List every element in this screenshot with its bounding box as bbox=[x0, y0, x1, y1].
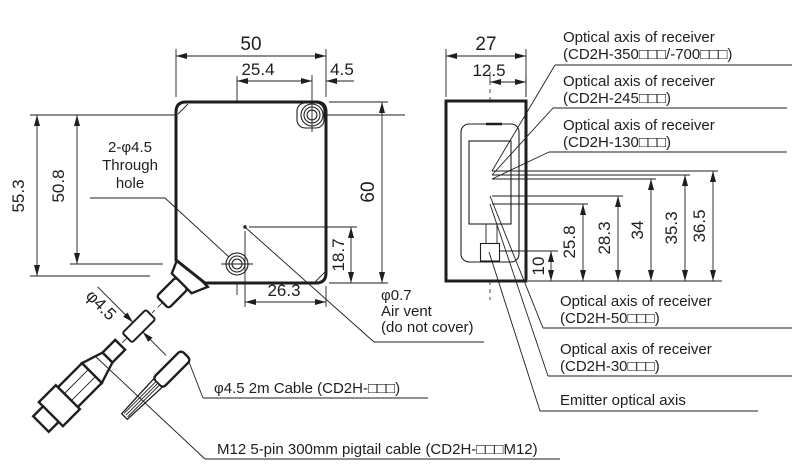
dim-hole-edge-4-5: 4.5 bbox=[326, 60, 354, 84]
receiver-30-line1: Optical axis of receiver bbox=[560, 341, 712, 358]
dim-vent-height-18-7: 18.7 bbox=[329, 227, 354, 283]
dim-height-value: 60 bbox=[358, 181, 379, 202]
receiver-130-line1: Optical axis of receiver bbox=[563, 117, 715, 134]
mounting-hole-bottom-left bbox=[221, 252, 253, 276]
dim-width-50: 50 bbox=[175, 34, 327, 97]
front-view: φ4.5 bbox=[9, 34, 560, 460]
callout-receiver-245: Optical axis of receiver (CD2H-245□□□) bbox=[491, 73, 787, 176]
callout-receiver-50: Optical axis of receiver (CD2H-50□□□) bbox=[489, 195, 792, 329]
dim-axis-25-8-value: 25.8 bbox=[560, 225, 579, 258]
air-vent-line2: Air vent bbox=[381, 303, 433, 320]
cable-bushing bbox=[156, 277, 188, 309]
air-vent-line3: (do not cover) bbox=[381, 319, 474, 336]
sensor-front-body bbox=[174, 100, 328, 285]
receiver-130-line2: (CD2H-130□□□) bbox=[563, 134, 671, 151]
dim-depth-value: 27 bbox=[475, 34, 496, 55]
dim-axis-35-3-value: 35.3 bbox=[662, 211, 681, 244]
callout-emitter-axis: Emitter optical axis bbox=[488, 251, 758, 412]
dim-axis-36-5-value: 36.5 bbox=[690, 209, 709, 242]
cable-stub bbox=[122, 309, 156, 343]
side-view: 27 12.5 10 25.8 28.3 bbox=[444, 29, 792, 412]
pigtail-leader bbox=[94, 355, 206, 460]
cable-2m-leader bbox=[188, 361, 204, 399]
air-vent-leader bbox=[245, 227, 375, 343]
m12-connector bbox=[31, 338, 127, 434]
dim-width-value: 50 bbox=[240, 34, 261, 55]
dim-axis-offset-value: 12.5 bbox=[472, 61, 505, 80]
receiver-50-line1: Optical axis of receiver bbox=[560, 293, 712, 310]
dim-axis-34-value: 34 bbox=[628, 221, 647, 240]
cable-2m-label: φ4.5 2m Cable (CD2H-□□□) bbox=[214, 380, 400, 397]
m12-connector-cap bbox=[31, 404, 61, 434]
pigtail-cable-end bbox=[120, 350, 191, 421]
dim-cable-a-value: 55.3 bbox=[9, 179, 28, 212]
pigtail-connector-end bbox=[153, 350, 191, 388]
corner-chamfer-top-left bbox=[177, 103, 189, 115]
dim-cable-50-8: 50.8 bbox=[49, 115, 163, 265]
pigtail-callout: M12 5-pin 300mm pigtail cable (CD2H-□□□M… bbox=[94, 355, 560, 460]
dim-vent-offset-value: 26.3 bbox=[267, 281, 300, 300]
receiver-245-line2: (CD2H-245□□□) bbox=[563, 90, 671, 107]
dim-vent-height-value: 18.7 bbox=[329, 238, 348, 271]
receiver-350-700-line2: (CD2H-350□□□/-700□□□) bbox=[563, 46, 732, 63]
dim-axis-28-3-value: 28.3 bbox=[595, 221, 614, 254]
callout-receiver-350-700: Optical axis of receiver (CD2H-350□□□/-7… bbox=[491, 29, 792, 172]
through-hole-line1: 2-φ4.5 bbox=[108, 139, 152, 156]
dim-axis-35-3: 35.3 bbox=[662, 175, 688, 281]
dim-emitter-10: 10 bbox=[529, 251, 554, 281]
dim-axis-28-3: 28.3 bbox=[595, 196, 621, 281]
air-vent-line1: φ0.7 bbox=[381, 287, 412, 304]
dim-height-60: 60 bbox=[329, 101, 388, 284]
through-hole-leader bbox=[90, 197, 230, 258]
dim-cable-55-3: 55.3 bbox=[9, 115, 150, 277]
air-vent-hole bbox=[243, 225, 247, 229]
dim-cable-b-value: 50.8 bbox=[49, 169, 68, 202]
dim-hole-pitch-25-4: 25.4 bbox=[237, 60, 313, 132]
dim-emitter-value: 10 bbox=[529, 257, 548, 276]
dim-axis-25-8: 25.8 bbox=[560, 204, 586, 281]
receiver-50-line2: (CD2H-50□□□) bbox=[560, 310, 660, 327]
receiver-window bbox=[468, 140, 512, 225]
sensor-side-body bbox=[444, 99, 528, 283]
callout-receiver-130: Optical axis of receiver (CD2H-130□□□) bbox=[491, 117, 787, 180]
dim-axis-34: 34 bbox=[628, 179, 654, 281]
corner-chamfer-bottom-right bbox=[314, 271, 326, 283]
dim-cable-diameter-value: φ4.5 bbox=[82, 286, 120, 324]
through-hole-callout: 2-φ4.5 Through hole bbox=[90, 139, 230, 258]
dim-axis-offset-12-5: 12.5 bbox=[472, 61, 527, 97]
receiver-245-line1: Optical axis of receiver bbox=[563, 73, 715, 90]
receiver-350-700-line1: Optical axis of receiver bbox=[563, 29, 715, 46]
dim-vent-offset-26-3: 26.3 bbox=[245, 281, 327, 307]
dim-axis-36-5: 36.5 bbox=[690, 171, 716, 281]
pigtail-label: M12 5-pin 300mm pigtail cable (CD2H-□□□M… bbox=[217, 441, 538, 458]
dim-depth-27: 27 bbox=[445, 34, 527, 97]
dim-hole-edge-value: 4.5 bbox=[330, 60, 354, 79]
receiver-30-line2: (CD2H-30□□□) bbox=[560, 358, 660, 375]
callout-receiver-30: Optical axis of receiver (CD2H-30□□□) bbox=[489, 203, 792, 377]
emitter-window bbox=[479, 242, 501, 262]
through-hole-line2: Through bbox=[102, 157, 158, 174]
through-hole-line3: hole bbox=[116, 175, 144, 192]
emitter-axis-label: Emitter optical axis bbox=[560, 392, 686, 409]
air-vent-callout: φ0.7 Air vent (do not cover) bbox=[245, 227, 484, 343]
dim-hole-pitch-value: 25.4 bbox=[241, 60, 274, 79]
cable-2m-callout: φ4.5 2m Cable (CD2H-□□□) bbox=[188, 361, 428, 399]
